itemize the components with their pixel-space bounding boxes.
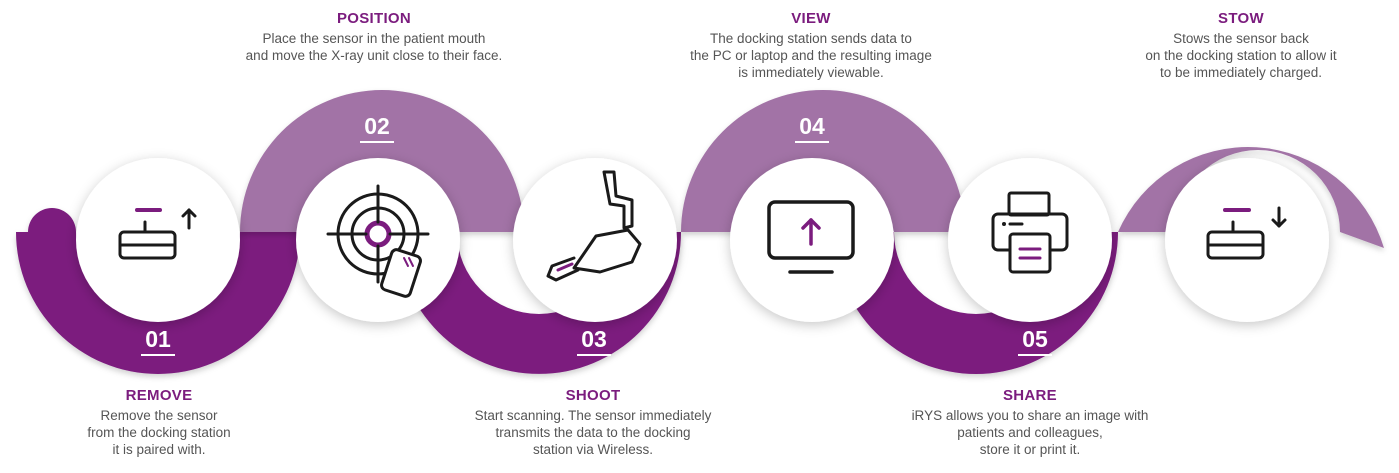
step-01-text: REMOVE Remove the sensor from the dockin…: [0, 387, 339, 458]
step-02-circle: [296, 158, 460, 322]
band-03: [397, 232, 681, 374]
step-03-description: Start scanning. The sensor immediately t…: [474, 408, 712, 457]
step-01-circle: [76, 158, 240, 322]
step-01-title: REMOVE: [125, 387, 193, 404]
step-04-number: 04: [777, 113, 847, 143]
step-01-description: Remove the sensor from the docking stati…: [87, 408, 231, 457]
step-02-number: 02: [342, 113, 412, 143]
step-02-title: POSITION: [336, 10, 412, 27]
step-03-title: SHOOT: [565, 387, 621, 404]
step-01-number: 01: [123, 326, 193, 356]
step-04-description: The docking station sends data to the PC…: [690, 31, 932, 80]
step-06-title: STOW: [1218, 10, 1264, 27]
xray-unit-icon: [546, 170, 642, 282]
step-03-text: SHOOT Start scanning. The sensor immedia…: [413, 387, 773, 458]
step-02-description: Place the sensor in the patient mouth an…: [245, 31, 503, 63]
step-05-number: 05: [1000, 326, 1070, 356]
step-06-description: Stows the sensor back on the docking sta…: [1145, 31, 1337, 80]
band-05: [834, 232, 1118, 374]
target-sensor-icon: [326, 184, 430, 298]
step-05-title: SHARE: [1002, 387, 1057, 404]
docking-station-stow-icon: [1206, 206, 1287, 260]
band-01: [16, 208, 300, 374]
step-05-text: SHARE iRYS allows you to share an image …: [850, 387, 1210, 458]
monitor-upload-icon: [767, 200, 855, 274]
step-03-number: 03: [559, 326, 629, 356]
step-06-circle: [1165, 158, 1329, 322]
band-06: [1118, 147, 1384, 248]
step-06-text: STOW Stows the sensor back on the dockin…: [1061, 10, 1399, 81]
printer-icon: [991, 191, 1069, 274]
docking-station-remove-icon: [118, 208, 197, 260]
step-04-text: VIEW The docking station sends data to t…: [631, 10, 991, 81]
step-04-title: VIEW: [791, 10, 831, 27]
step-05-description: iRYS allows you to share an image with p…: [911, 408, 1149, 457]
step-02-text: POSITION Place the sensor in the patient…: [194, 10, 554, 64]
step-06-number: 06: [1213, 113, 1283, 143]
